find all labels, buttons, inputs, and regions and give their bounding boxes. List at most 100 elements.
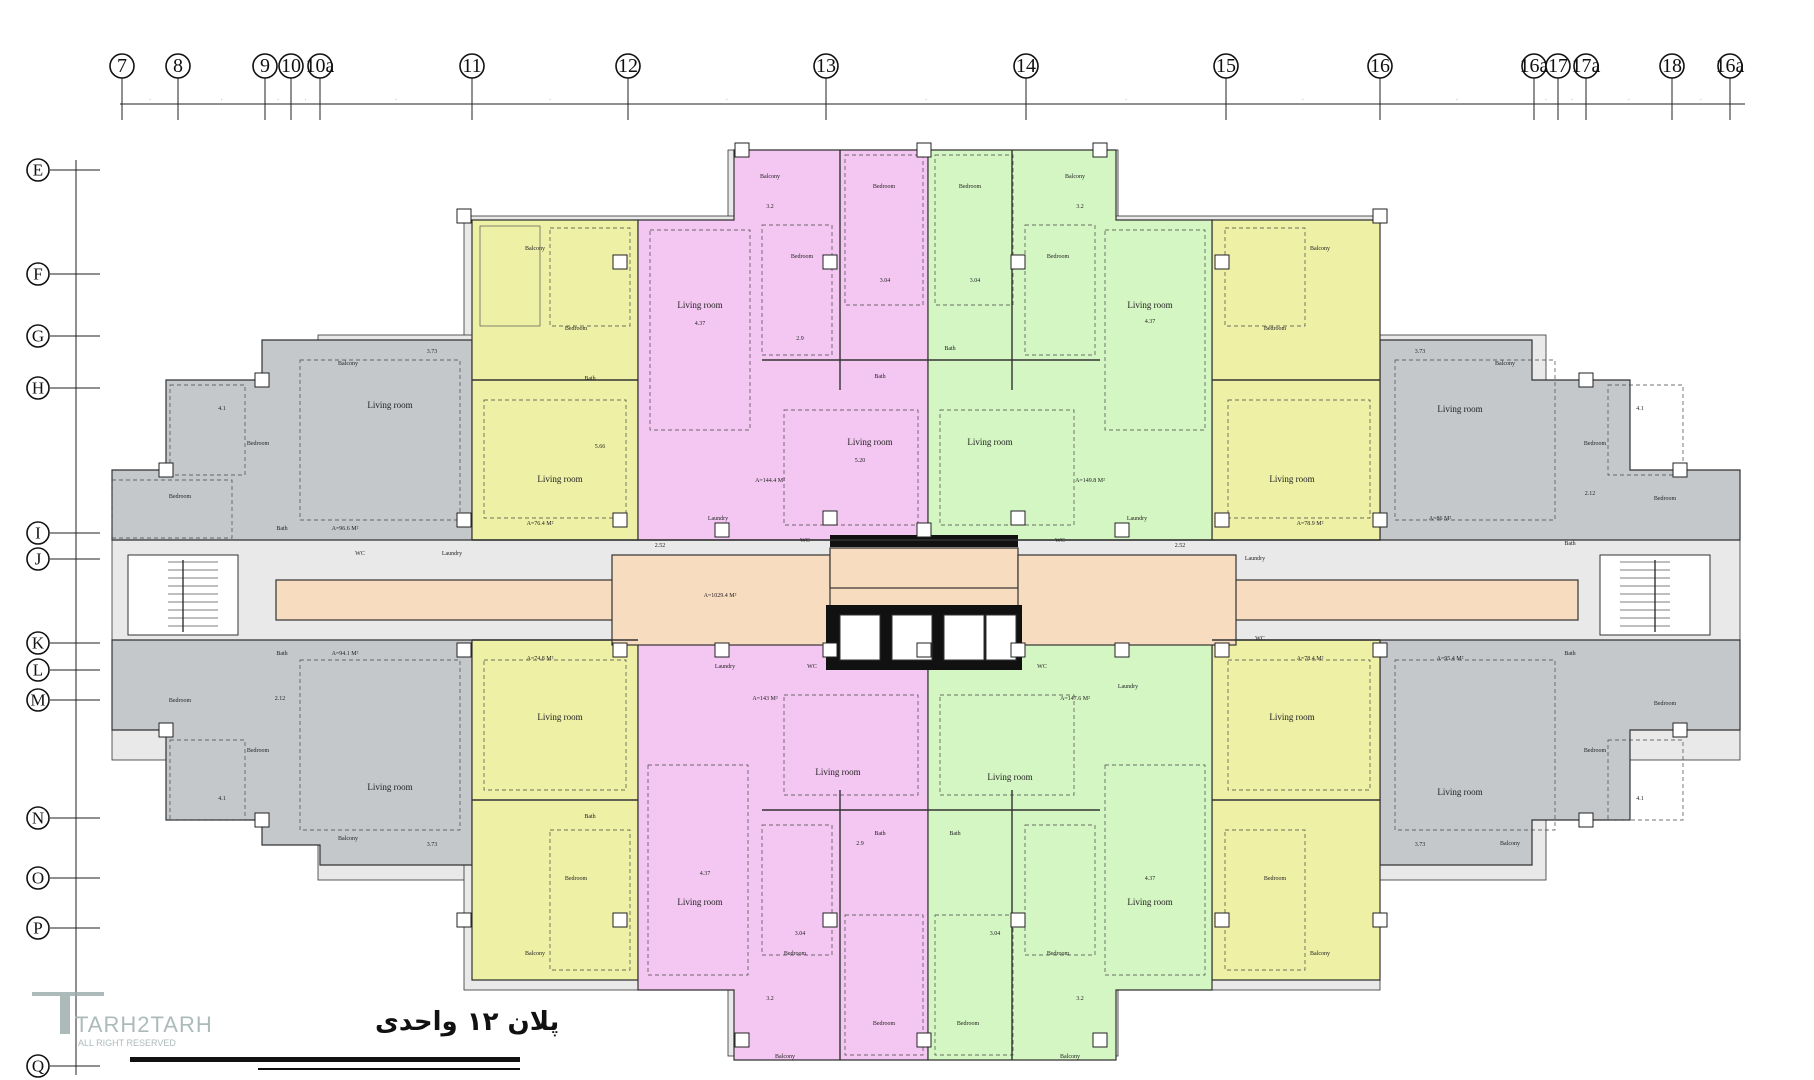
label-bath-green-t: Bath (944, 346, 955, 352)
watermark: TARH2TARH ALL RIGHT RESERVED (32, 992, 212, 1048)
label-bedroom-gray-bl: Bedroom (247, 748, 270, 754)
dim-gray-212-l: 2.12 (275, 696, 286, 702)
label-living-yellow-bl: Living room (537, 712, 582, 722)
area-green-t: A=149.8 M² (1075, 478, 1105, 484)
column (1372, 642, 1388, 658)
label-balcony-yellow-bl: Balcony (525, 951, 545, 957)
dim-pink-living: 5.20 (855, 458, 866, 464)
column (1092, 1032, 1108, 1048)
column (1672, 462, 1688, 478)
column (1010, 642, 1026, 658)
label-living-green-t2: Living room (1127, 300, 1172, 310)
label-balcony-yellow-tr: Balcony (1310, 246, 1330, 252)
dim-gray-tl: 3.73 (427, 349, 438, 355)
grid-bubble-left-M: M (26, 688, 100, 712)
label-laundry-pink-t: Laundry (708, 516, 728, 522)
grid-label-top: 10a (306, 55, 335, 77)
grid-spacing-mark: · (1571, 97, 1573, 103)
label-balcony-gray-tr: Balcony (1495, 361, 1515, 367)
label-bedroom-gray-tl: Bedroom (247, 441, 270, 447)
grid-bubble-top-8: 8 (165, 53, 191, 120)
grid-bubble-top-14: 14 (1013, 53, 1039, 120)
label-wc-pink-b: WC (807, 664, 817, 670)
column (916, 522, 932, 538)
dim-pink-balcony: 3.2 (766, 204, 774, 210)
column (714, 522, 730, 538)
grid-spacing-mark: · (221, 97, 223, 103)
grid-spacing-mark: · (395, 97, 397, 103)
grid-bubble-top-16a: 16a (1716, 53, 1745, 120)
dimension-numbers: 5.66 5.20 4.37 4.37 4.37 4.37 3.2 3.2 3.… (218, 204, 1644, 1002)
label-balcony-pink-t: Balcony (760, 174, 780, 180)
label-balcony-green-b: Balcony (1060, 1054, 1080, 1060)
grid-bubble-left-K: K (26, 631, 100, 655)
label-bath-pink-b: Bath (874, 831, 885, 837)
column (1114, 522, 1130, 538)
plan-title: پلان ۱۲ واحدی (130, 1007, 559, 1070)
area-gray-br: A=95.4 M² (1437, 656, 1464, 662)
dim-green-bed-t2: 3.04 (970, 278, 981, 284)
grid-spacing-mark: · (1700, 97, 1702, 103)
grid-label-top: 12 (618, 55, 638, 77)
grid-label-left: L (33, 661, 43, 680)
grid-label-left: F (33, 265, 42, 284)
label-bedroom-yellow-br: Bedroom (1264, 876, 1287, 882)
plan-title-text: پلان ۱۲ واحدی (375, 1007, 559, 1037)
partition-walls (472, 150, 1380, 1060)
grid-label-left: Q (32, 1057, 44, 1076)
label-living-gray-tr: Living room (1437, 404, 1482, 414)
grid-bubble-left-H: H (26, 376, 100, 400)
dim-pink-bath-b: 2.9 (856, 841, 864, 847)
dim-pink-bed-t: 2.9 (796, 336, 804, 342)
column (254, 372, 270, 388)
column (254, 812, 270, 828)
grid-label-top: 13 (816, 55, 836, 77)
grid-label-top: 11 (462, 55, 481, 77)
title-underline-thin (258, 1068, 520, 1070)
grid-bubble-left-F: F (26, 262, 100, 286)
label-bath-gray-bl: Bath (276, 651, 287, 657)
watermark-bar (32, 992, 104, 996)
label-wc-green-b: WC (1037, 664, 1047, 670)
column (1092, 142, 1108, 158)
label-living-gray-tl: Living room (367, 400, 412, 410)
column (612, 912, 628, 928)
grid-spacing-mark: · (925, 97, 927, 103)
grid-label-left: H (32, 379, 44, 398)
grid-label-top: 9 (260, 55, 270, 77)
column (822, 510, 838, 526)
grid-bubble-left-O: O (26, 866, 100, 890)
column (1010, 912, 1026, 928)
label-bath-gray-tl: Bath (276, 526, 287, 532)
label-bedroom-pink-t1: Bedroom (791, 254, 814, 260)
area-green-b: A=147.6 M² (1060, 696, 1090, 702)
grid-spacing-mark: · (726, 97, 728, 103)
column (456, 208, 472, 224)
grid-bubble-top-16: 16 (1367, 53, 1393, 120)
grid-spacing-mark: · (149, 97, 151, 103)
grid-bubble-top-10a: 10a (306, 53, 335, 120)
grid-bubble-top-11: 11 (459, 53, 485, 120)
grid-bubble-top-18: 18 (1659, 53, 1685, 120)
label-bedroom-pink-b2: Bedroom (873, 1021, 896, 1027)
column (916, 142, 932, 158)
dim-gray-br: 3.73 (1415, 842, 1426, 848)
area-gray-tr: A=86 M² (1429, 516, 1452, 522)
label-wc-yellow-br: WC (1255, 636, 1265, 642)
label-living-green-b2: Living room (1127, 897, 1172, 907)
area-pink-b: A=143 M² (752, 696, 778, 702)
label-bath-yellow-tl: Bath (584, 376, 595, 382)
label-balcony-yellow-tl: Balcony (525, 246, 545, 252)
grid-bubble-left-P: P (26, 916, 100, 940)
grid-label-top: 18 (1662, 55, 1682, 77)
grid-label-top: 17a (1572, 55, 1601, 77)
area-yellow-tr: A=78.9 M² (1297, 521, 1324, 527)
grid-spacing-mark: · (1302, 97, 1304, 103)
label-balcony-pink-b: Balcony (775, 1054, 795, 1060)
column (822, 642, 838, 658)
label-laundry-gray-tl: Laundry (442, 551, 462, 557)
grid-label-left: P (33, 919, 42, 938)
room-outlines (111, 154, 1684, 1056)
